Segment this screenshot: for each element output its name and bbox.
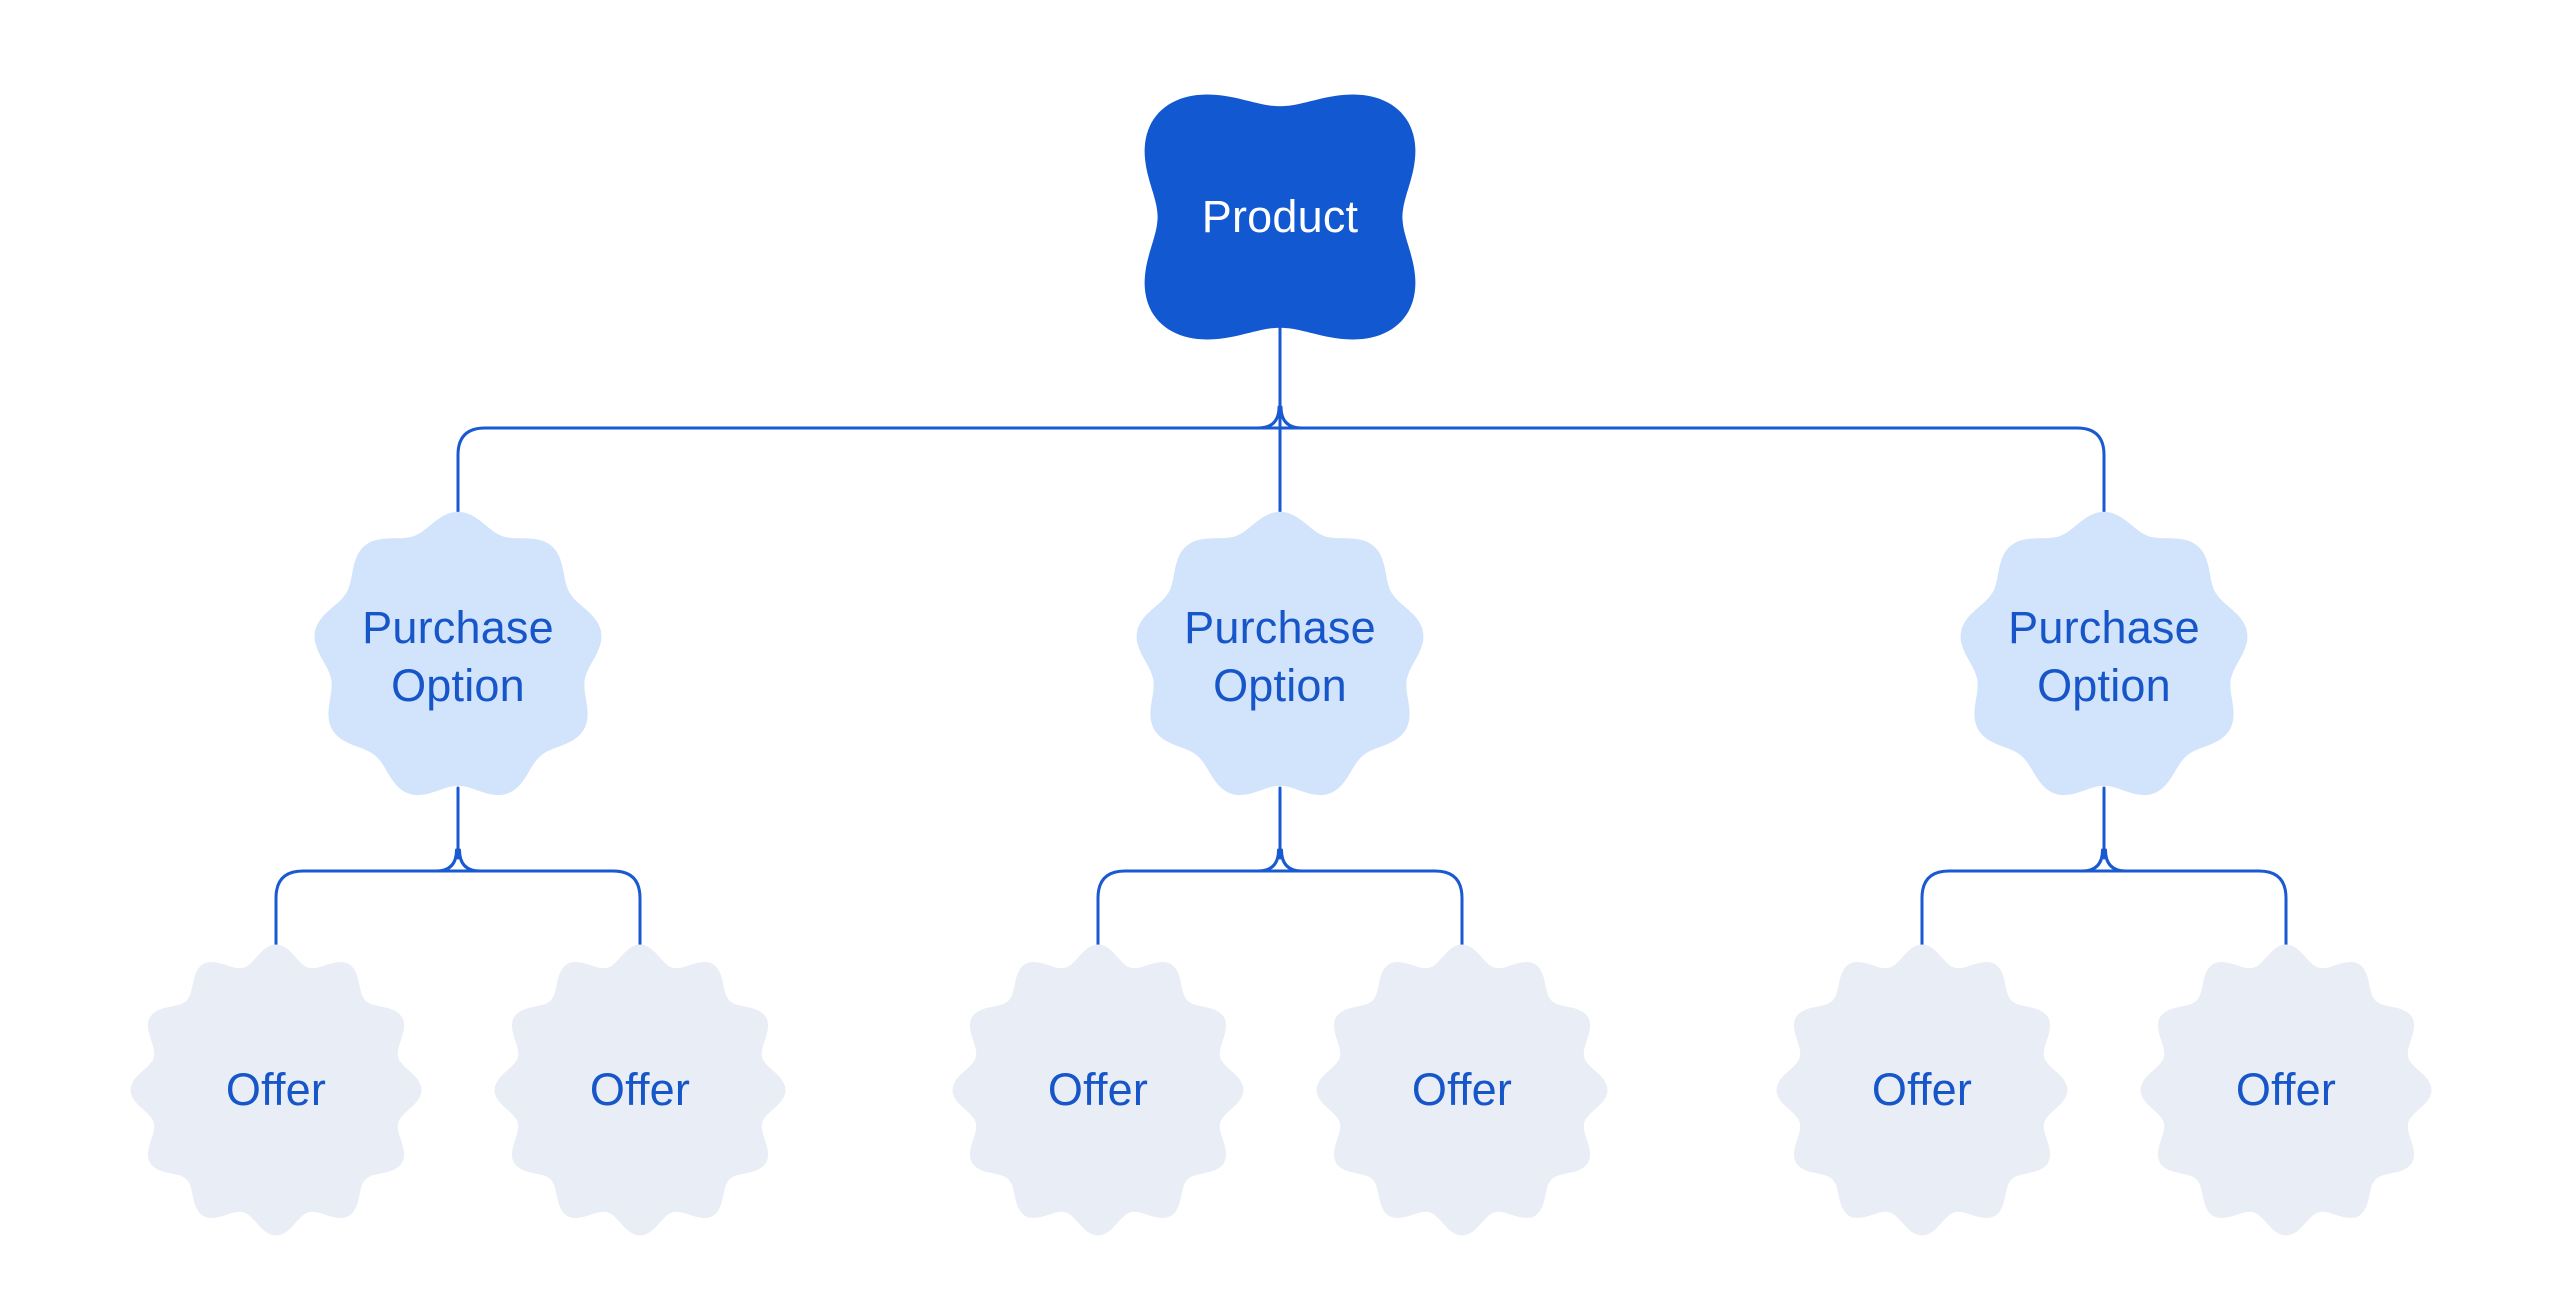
purchase-option-blob-shape bbox=[1136, 511, 1424, 796]
offer-blob-shape bbox=[1776, 944, 2068, 1236]
offer-label: Offer bbox=[589, 1064, 691, 1116]
product-blob-icon bbox=[1144, 94, 1416, 340]
node-offer-2b: Offer bbox=[1302, 930, 1622, 1250]
connector-root-fillet-left bbox=[1256, 405, 1281, 430]
node-purchase-option-3: Purchase Option bbox=[1944, 497, 2264, 817]
offer-blob-icon bbox=[130, 944, 422, 1236]
connector-option3-fillet-left bbox=[2080, 848, 2104, 873]
offer-blob-icon bbox=[1776, 944, 2068, 1236]
offer-blob-shape bbox=[2140, 944, 2432, 1236]
purchase-option-blob-icon bbox=[314, 511, 602, 796]
node-offer-1b: Offer bbox=[480, 930, 800, 1250]
offer-blob-shape bbox=[952, 944, 1244, 1236]
node-offer-3b: Offer bbox=[2126, 930, 2446, 1250]
offer-blob-shape bbox=[494, 944, 786, 1236]
purchase-option-label: Purchase Option bbox=[2008, 602, 2200, 711]
node-purchase-option-2: Purchase Option bbox=[1120, 497, 1440, 817]
product-blob-shape bbox=[1144, 94, 1416, 340]
offer-label: Offer bbox=[1871, 1064, 1973, 1116]
offer-blob-icon bbox=[494, 944, 786, 1236]
offer-blob-shape bbox=[1316, 944, 1608, 1236]
purchase-option-label: Purchase Option bbox=[1184, 602, 1376, 711]
offer-blob-icon bbox=[2140, 944, 2432, 1236]
node-product: Product bbox=[1120, 57, 1440, 377]
connector-option1-fillet-left bbox=[434, 848, 458, 873]
offer-blob-icon bbox=[952, 944, 1244, 1236]
offer-blob-shape bbox=[130, 944, 422, 1236]
connector-root-fillet-right bbox=[1279, 405, 1304, 430]
node-offer-3a: Offer bbox=[1762, 930, 2082, 1250]
connector-option2-fillet-left bbox=[1256, 848, 1280, 873]
purchase-option-blob-icon bbox=[1136, 511, 1424, 796]
purchase-option-label: Purchase Option bbox=[362, 602, 554, 711]
offer-label: Offer bbox=[225, 1064, 327, 1116]
purchase-option-blob-shape bbox=[1960, 511, 2248, 796]
offer-label: Offer bbox=[1411, 1064, 1513, 1116]
connector-option3-fillet-right bbox=[2104, 848, 2128, 873]
node-offer-2a: Offer bbox=[938, 930, 1258, 1250]
connector-option1-fillet-right bbox=[458, 848, 482, 873]
offer-label: Offer bbox=[2235, 1064, 2337, 1116]
node-purchase-option-1: Purchase Option bbox=[298, 497, 618, 817]
product-label: Product bbox=[1201, 191, 1359, 243]
node-offer-1a: Offer bbox=[116, 930, 436, 1250]
connector-option2-fillet-right bbox=[1280, 848, 1304, 873]
purchase-option-blob-icon bbox=[1960, 511, 2248, 796]
offer-label: Offer bbox=[1047, 1064, 1149, 1116]
purchase-option-blob-shape bbox=[314, 511, 602, 796]
offer-blob-icon bbox=[1316, 944, 1608, 1236]
